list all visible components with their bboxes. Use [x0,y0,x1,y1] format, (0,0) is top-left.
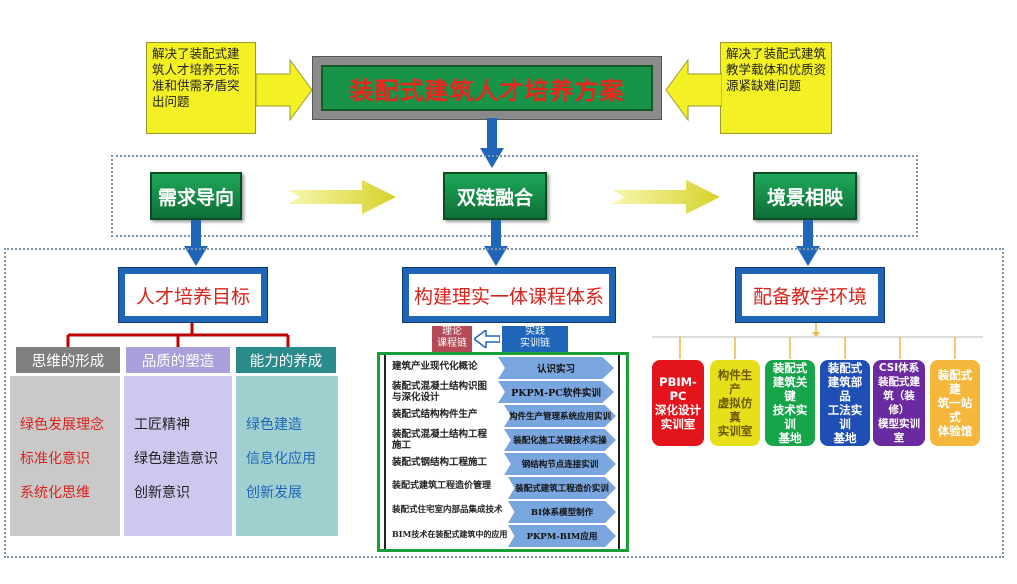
course-theory: 装配式结构构件生产 [392,409,478,420]
lab-label: 装配式 建筑部品 工法实训 基地 [827,361,863,445]
course-practice: 认识实习 [498,357,614,379]
down-arrow-1 [184,220,208,266]
section-training-goals: 人才培养目标 [118,267,268,323]
course-theory: 装配式混凝土结构识图 与深化设计 [392,381,488,403]
lab-label: 装配式建 筑一站式 体验馆 [937,368,973,438]
course-practice: 装配化施工关键技术实操 [504,429,616,451]
goal-head-label: 品质的塑造 [141,353,215,370]
goal-item: 绿色建造意识 [134,451,218,467]
course-practice: 构件生产管理系统应用实训 [504,405,616,427]
goal-head-thinking: 思维的形成 [16,347,120,373]
course-theory: 装配式钢结构工程施工 [392,457,488,468]
goal-head-quality: 品质的塑造 [126,347,230,373]
stage-scene-match: 境景相映 [753,172,857,220]
lab-pbim-pc: PBIM-PC 深化设计 实训室 [652,360,704,446]
section-title: 构建理实一体课程体系 [409,274,609,316]
course-row: 装配式钢结构工程施工 钢结构节点连接实训 [380,453,626,477]
stage-label: 境景相映 [766,186,843,209]
right-callout-arrow [665,58,722,122]
goal-item: 绿色发展理念 [20,417,104,433]
lab-component-vr: 构件生产 虚拟仿真 实训室 [710,360,760,446]
left-callout-text: 解决了装配式建筑人才培养无标准和供需矛盾突出问题 [152,46,240,109]
right-arrow-1 [288,180,396,214]
course-theory: 装配式混凝土结构工程 施工 [392,429,488,451]
left-callout-arrow [256,58,313,122]
goal-head-ability: 能力的养成 [236,347,336,373]
course-theory: 装配式建筑工程造价管理 [392,481,492,491]
course-row: 装配式建筑工程造价管理 装配式建筑工程造价实训 [380,477,626,501]
course-row: 装配式混凝土结构识图 与深化设计 PKPM-PC软件实训 [380,381,626,405]
lab-csi-model: CSI体系 装配式建 筑（装修） 模型实训 室 [873,360,925,446]
goal-body-quality: 工匠精神 绿色建造意识 创新意识 [124,376,232,536]
course-row: 装配式住宅室内部品集成技术 BI体系模型制作 [380,501,626,525]
goal-item: 信息化应用 [246,451,316,467]
stage-demand-oriented: 需求导向 [150,172,242,220]
stage-label: 双链融合 [456,186,533,209]
course-row: 建筑产业现代化概论 认识实习 [380,357,626,381]
section-title: 配备教学环境 [742,274,878,316]
course-row: 装配式结构构件生产 构件生产管理系统应用实训 [380,405,626,429]
lab-label: 构件生产 虚拟仿真 实训室 [717,368,753,438]
goal-body-thinking: 绿色发展理念 标准化意识 系统化思维 [10,376,120,536]
lab-label: PBIM-PC 深化设计 实训室 [655,375,701,431]
course-theory: 装配式住宅室内部品集成技术 [392,505,503,515]
course-theory: BIM技术在装配式建筑中的应用 [392,529,508,539]
content-frame [4,248,1004,558]
goal-item: 绿色建造 [246,417,302,433]
section-title: 人才培养目标 [125,274,261,316]
diagram-title: 装配式建筑人才培养方案 [321,65,653,111]
stage-label: 需求导向 [157,186,234,209]
course-practice: PKPM-BIM应用 [508,525,616,547]
right-arrow-2 [612,180,720,214]
goal-head-label: 思维的形成 [31,353,105,370]
theory-chain-label: 理论 课程链 [432,326,472,352]
course-theory: 建筑产业现代化概论 [392,361,478,372]
course-practice: BI体系模型制作 [508,501,616,523]
course-row: BIM技术在装配式建筑中的应用 PKPM-BIM应用 [380,525,626,549]
goal-item: 系统化思维 [20,485,90,501]
lab-experience-hall: 装配式建 筑一站式 体验馆 [930,360,980,446]
right-callout: 解决了装配式建筑教学载体和优质资源紧缺难问题 [720,42,832,134]
chain-arrow-icon [474,330,500,348]
goals-connector [66,323,290,349]
stage-frame [111,155,918,237]
course-table-rail-right [618,355,620,549]
practice-chain-label: 实践 实训链 [502,326,568,352]
goal-head-label: 能力的养成 [249,353,323,370]
lab-key-tech: 装配式 建筑关键 技术实训 基地 [765,360,815,446]
chain-text: 实践 实训链 [520,326,550,349]
course-table: 建筑产业现代化概论 认识实习 装配式混凝土结构识图 与深化设计 PKPM-PC软… [377,352,629,552]
section-teaching-env: 配备教学环境 [735,267,885,323]
left-callout: 解决了装配式建筑人才培养无标准和供需矛盾突出问题 [146,42,256,134]
goal-item: 创新发展 [246,485,302,501]
course-practice: 钢结构节点连接实训 [504,453,616,475]
down-arrow-2 [484,220,508,266]
lab-label: 装配式 建筑关键 技术实训 基地 [772,361,808,445]
lab-label: CSI体系 装配式建 筑（装修） 模型实训 室 [878,362,920,444]
down-arrow-title [480,118,504,168]
course-table-rail-left [384,355,386,549]
goal-item: 工匠精神 [134,417,190,433]
chain-text: 理论 课程链 [437,326,467,349]
course-row: 装配式混凝土结构工程 施工 装配化施工关键技术实操 [380,429,626,453]
section-course-system: 构建理实一体课程体系 [402,267,616,323]
goal-body-ability: 绿色建造 信息化应用 创新发展 [236,376,338,536]
lab-parts-method: 装配式 建筑部品 工法实训 基地 [820,360,870,446]
env-connector [652,323,983,359]
down-arrow-3 [796,220,820,266]
course-practice: 装配式建筑工程造价实训 [508,477,616,499]
stage-dual-chain: 双链融合 [443,172,547,220]
goal-item: 创新意识 [134,485,190,501]
goal-item: 标准化意识 [20,451,90,467]
right-callout-text: 解决了装配式建筑教学载体和优质资源紧缺难问题 [726,46,827,93]
course-practice: PKPM-PC软件实训 [498,381,614,403]
title-frame: 装配式建筑人才培养方案 [312,56,662,120]
